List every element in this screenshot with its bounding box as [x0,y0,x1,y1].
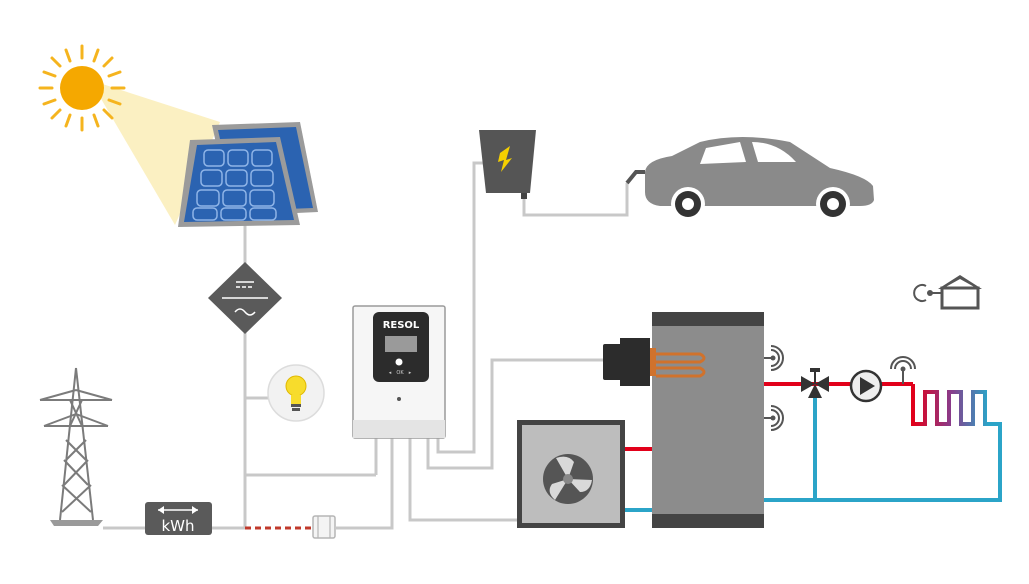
sensor-icon [764,345,784,371]
fuse-icon [312,515,336,539]
controller-button-left: ◂ [389,370,392,376]
inverter-icon [208,262,282,334]
energy-meter-icon [145,502,212,535]
heating-circuit-pipes [764,382,1002,502]
floor-heating-icon [911,384,988,426]
sun-icon [38,44,126,132]
controller-button-right: ▸ [409,370,412,376]
electric-car-icon [625,137,874,221]
heat-pump-icon [517,420,625,528]
lightbulb-icon [267,364,325,422]
controller-icon [352,305,446,439]
solar-panel-icon [178,122,318,227]
sensor-icon [890,356,916,384]
storage-tank-icon [652,312,764,528]
three-way-valve-icon [801,368,829,398]
meter-unit-label: kWh [161,517,194,535]
heating-rod-icon [603,338,706,386]
wallbox-icon [479,130,536,199]
controller-brand: RESOL [383,320,420,331]
electrical-wiring [103,161,629,530]
house-sensor-icon [913,275,982,310]
power-pylon-icon [39,367,113,526]
controller-button-ok: OK [396,370,404,376]
circulation-pump-icon [849,369,883,403]
sensor-icon [764,405,784,431]
